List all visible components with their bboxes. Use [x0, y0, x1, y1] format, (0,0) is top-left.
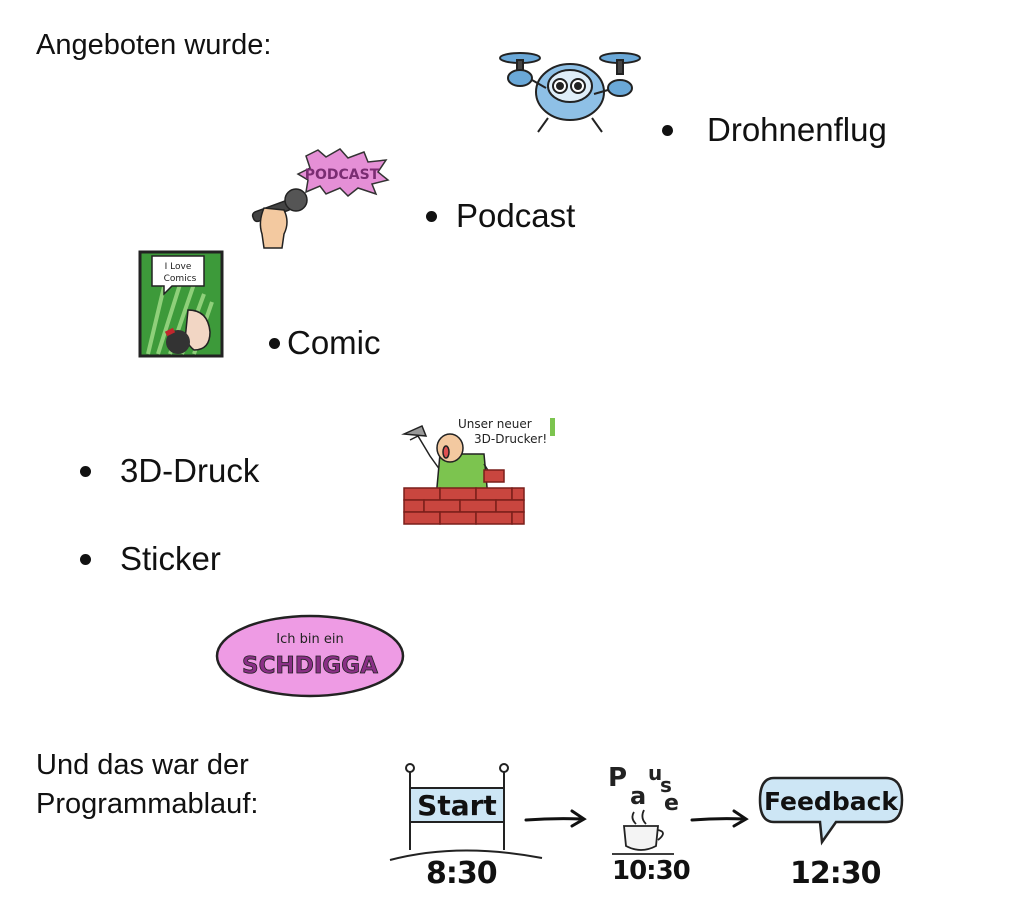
printer-illustration: Unser neuer 3D-Drucker!	[401, 417, 555, 525]
offer-label: Drohnenflug	[707, 111, 887, 148]
arrow-right-icon	[524, 809, 587, 828]
heading-program-line2: Programmablauf:	[36, 788, 259, 820]
start-label: Start	[417, 789, 497, 822]
feedback-label: Feedback	[764, 787, 899, 816]
pause-letter-u: u	[648, 761, 662, 785]
offer-label: Podcast	[456, 197, 576, 234]
feedback-time: 12:30	[790, 856, 881, 891]
offer-item-3d-print: 3D-Druck	[80, 451, 259, 491]
bullet-dot	[426, 210, 437, 222]
bullet-dot	[662, 124, 673, 136]
drone-illustration	[499, 52, 641, 133]
comic-bubble-line1: I Love	[165, 262, 192, 272]
start-illustration: Start	[389, 763, 543, 861]
sticker-line2: SCHDIGGA	[242, 653, 378, 679]
offer-item-comic: Comic	[269, 323, 381, 363]
heading-program-line1: Und das war der	[36, 749, 249, 781]
offer-item-podcast: Podcast	[426, 196, 575, 236]
offer-label: Comic	[287, 324, 381, 361]
pause-letter-s: s	[660, 773, 672, 797]
pause-letter-e: e	[664, 791, 679, 816]
printer-caption-line1: Unser neuer	[458, 417, 532, 431]
offer-label: 3D-Druck	[120, 452, 260, 489]
bullet-dot	[80, 465, 91, 477]
pause-illustration: P a u s e	[608, 761, 679, 855]
pause-time: 10:30	[612, 856, 691, 886]
bullet-dot	[80, 553, 91, 565]
bullet-dot	[269, 337, 280, 349]
offer-item-drone: Drohnenflug	[662, 110, 887, 150]
sticker-illustration: Ich bin ein SCHDIGGA	[215, 614, 405, 698]
offer-item-sticker: Sticker	[80, 539, 221, 579]
pause-letter-a: a	[630, 782, 646, 810]
heading-offered: Angeboten wurde:	[36, 29, 272, 61]
podcast-sign-text: PODCAST	[305, 167, 380, 183]
sticker-line1: Ich bin ein	[276, 632, 343, 647]
comic-illustration: I Love Comics	[138, 250, 224, 358]
arrow-right-icon	[690, 809, 749, 828]
pause-letter-p: P	[608, 763, 627, 793]
printer-caption-line2: 3D-Drucker!	[474, 432, 547, 446]
podcast-illustration: PODCAST	[251, 148, 390, 249]
start-time: 8:30	[426, 856, 498, 891]
comic-bubble-line2: Comics	[164, 274, 197, 284]
offer-label: Sticker	[120, 540, 221, 577]
feedback-illustration: Feedback	[758, 776, 904, 846]
